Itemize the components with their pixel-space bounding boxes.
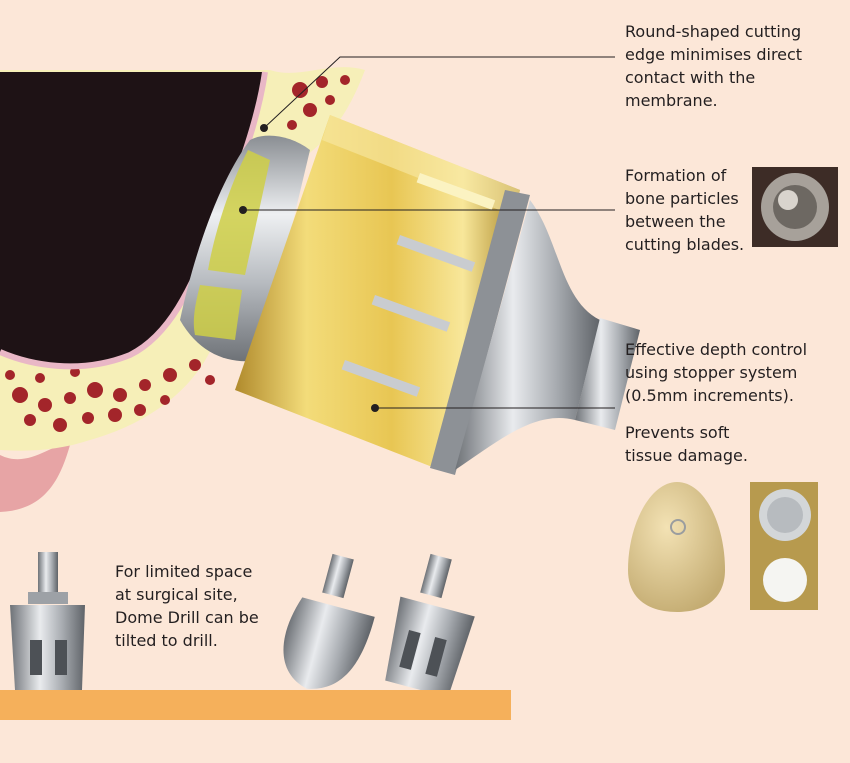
depth-control-caption: Effective depth control using stopper sy…	[625, 340, 808, 405]
drill-shaft	[430, 190, 640, 475]
cutting-edge-caption: Round-shaped cutting edge minimises dire…	[625, 22, 803, 110]
base-surface	[0, 690, 511, 720]
dome-drill-icon	[10, 552, 475, 698]
callout-lines	[243, 56, 615, 409]
drill-head	[180, 135, 310, 362]
bone-particles-caption: Formation of bone particles between the …	[625, 166, 745, 254]
stopper-icon	[235, 115, 520, 470]
gum-tissue	[0, 444, 70, 512]
membrane-photo	[750, 482, 818, 610]
callout-dots	[239, 124, 379, 412]
egg-photo	[628, 482, 725, 612]
limited-space-caption: For limited space at surgical site, Dome…	[115, 562, 259, 650]
bone-particles-photo	[752, 167, 838, 247]
soft-tissue-caption: Prevents soft tissue damage.	[625, 423, 748, 465]
sinus-cavity	[0, 72, 265, 367]
bone-marrow	[5, 75, 350, 432]
